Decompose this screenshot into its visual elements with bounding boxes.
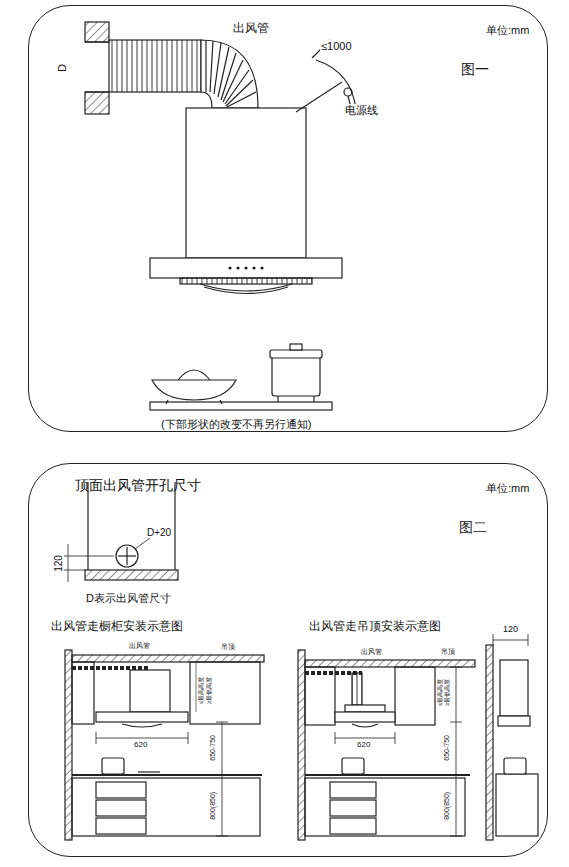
part-name: 出风管 <box>232 22 270 35</box>
dimension: 650-750 <box>443 734 451 762</box>
part-name: 出风管 <box>128 642 151 650</box>
dimension: 800(850) <box>209 791 217 821</box>
part-name: 电源线 <box>344 104 379 116</box>
dimension: D <box>56 63 68 73</box>
note: (下部形状的改变不再另行通知) <box>160 418 312 430</box>
dimension: ≤最高高度 <box>199 675 206 704</box>
dimension: ≤最高高度 <box>438 677 445 706</box>
dimension: 120 <box>502 625 519 635</box>
dimension: 620 <box>133 741 148 750</box>
diagram-title: 出风管走吊顶安装示意图 <box>308 620 442 633</box>
figure-number: 图二 <box>459 520 487 535</box>
panel-text: 单位:mm <box>486 24 529 36</box>
figure-panel: 顶面出风管开孔尺寸 单位:mm 图二 <box>28 463 548 857</box>
dimension: ≥最低高度 <box>207 675 214 704</box>
part-name: 吊顶 <box>440 648 456 656</box>
dimension: 120 <box>53 554 64 573</box>
part-name: 吊顶 <box>220 643 236 651</box>
figure-number: 图一 <box>461 62 489 77</box>
dimension: 620 <box>356 741 371 750</box>
panel-text: 单位:mm <box>486 482 529 494</box>
dimension: D+20 <box>146 527 172 538</box>
note: D表示出风管尺寸 <box>85 592 172 604</box>
part-name: 出风管 <box>360 648 383 656</box>
dimension: 800(850) <box>443 791 451 821</box>
figure-panel: 单位:mm 图一 <box>28 5 548 432</box>
diagram-title: 出风管走橱柜安装示意图 <box>50 620 184 633</box>
dimension: 650-750 <box>209 734 217 762</box>
dimension: ≤1000 <box>320 40 353 52</box>
dimension: ≥最低高度 <box>445 677 452 706</box>
panel-text: 顶面出风管开孔尺寸 <box>75 478 201 493</box>
